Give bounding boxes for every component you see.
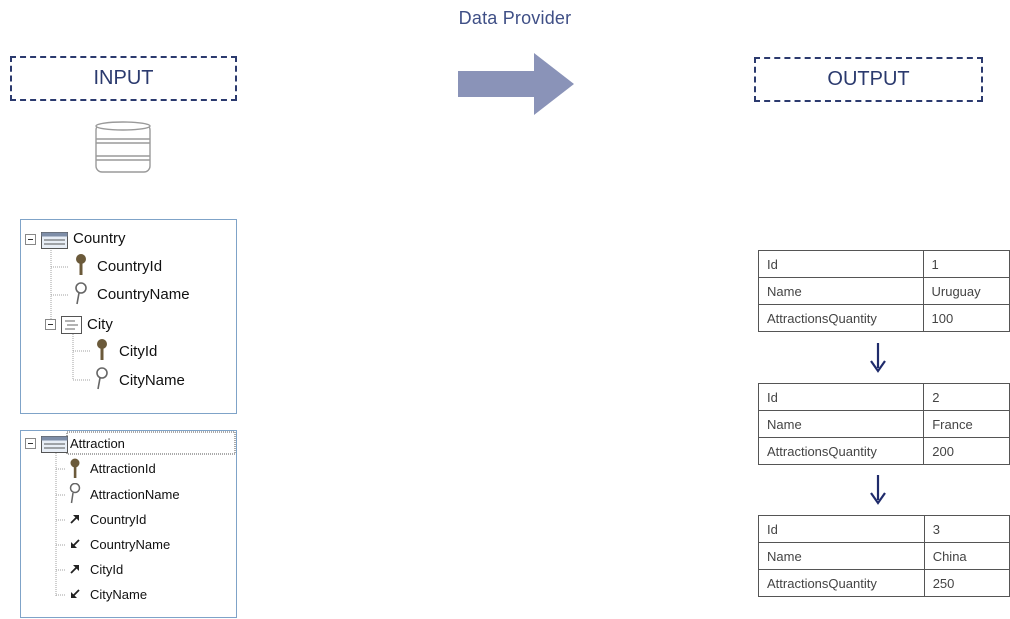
attraction-attr-label[interactable]: CityName: [90, 587, 148, 602]
field-value-cell: 3: [923, 515, 1010, 543]
field-value-cell: China: [923, 542, 1010, 570]
field-value-cell: 1: [922, 250, 1010, 278]
field-value-cell: 2: [923, 383, 1010, 411]
foreign-key-up-icon: [70, 515, 79, 524]
field-name-cell: Id: [758, 250, 924, 278]
field-name-cell: AttractionsQuantity: [758, 569, 925, 597]
city-attr-label[interactable]: CityId: [119, 343, 158, 360]
key-icon: [70, 458, 80, 478]
country-root-label[interactable]: Country: [73, 230, 126, 247]
country-attr-label[interactable]: CountryName: [97, 286, 190, 303]
right-arrow-icon: [458, 53, 574, 115]
input-label-box: INPUT: [10, 56, 237, 101]
field-name-cell: Id: [758, 515, 925, 543]
tree-lines: [50, 248, 91, 381]
inferred-attr-down-icon: [71, 539, 80, 548]
field-value-cell: 250: [923, 569, 1010, 597]
field-name-cell: Name: [758, 277, 924, 305]
key-icon: [97, 339, 107, 360]
attraction-structure-panel: Attraction AttractionId AttractionName C…: [20, 430, 237, 618]
foreign-key-up-icon: [70, 565, 79, 574]
country-node-icons: [25, 232, 68, 249]
attraction-node-icons: [25, 436, 68, 453]
output-label: OUTPUT: [827, 68, 910, 90]
attraction-attr-label[interactable]: CountryName: [90, 537, 171, 552]
field-value-cell: 200: [923, 437, 1010, 465]
input-label: INPUT: [93, 67, 154, 89]
field-value-cell: 100: [922, 304, 1010, 332]
city-level-label[interactable]: City: [87, 316, 113, 333]
database-icon: [95, 121, 151, 173]
search-key-icon: [96, 367, 108, 390]
attraction-attr-label[interactable]: AttractionId: [90, 461, 156, 476]
output-label-box: OUTPUT: [754, 57, 983, 102]
inferred-attr-down-icon: [71, 589, 80, 598]
city-attr-label[interactable]: CityName: [119, 372, 185, 389]
city-level-icons: [45, 316, 82, 334]
down-arrow-icon: [870, 343, 886, 373]
key-icon: [76, 254, 86, 275]
diagram-title: Data Provider: [458, 8, 572, 28]
field-value-cell: France: [923, 410, 1010, 438]
search-key-icon: [75, 282, 87, 305]
field-name-cell: AttractionsQuantity: [758, 304, 924, 332]
attraction-attr-label[interactable]: CountryId: [90, 512, 147, 527]
field-name-cell: Id: [757, 383, 925, 411]
field-value-cell: Uruguay: [922, 277, 1010, 305]
attraction-attr-label[interactable]: CityId: [90, 562, 124, 577]
field-name-cell: AttractionsQuantity: [757, 437, 925, 465]
attraction-attr-label[interactable]: AttractionName: [90, 487, 180, 502]
field-name-cell: Name: [757, 410, 925, 438]
country-structure-panel: Country CountryId CountryName City CityI…: [20, 219, 237, 414]
search-key-icon: [69, 483, 81, 504]
attraction-root-label[interactable]: Attraction: [70, 436, 125, 451]
down-arrow-icon: [870, 475, 886, 505]
field-name-cell: Name: [758, 542, 925, 570]
country-attr-label[interactable]: CountryId: [97, 258, 163, 275]
